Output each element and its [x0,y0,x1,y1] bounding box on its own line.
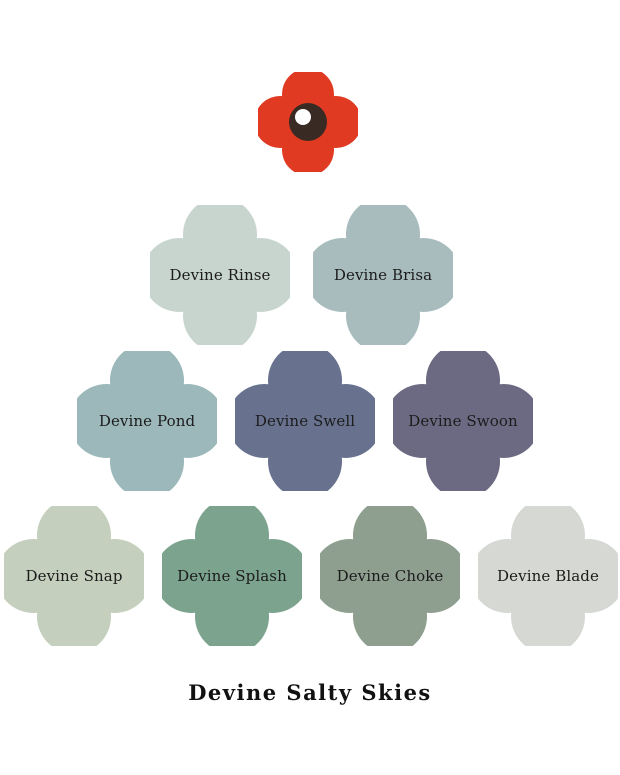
swatch-devine-swell[interactable]: Devine Swell [235,351,375,491]
swatch-devine-blade[interactable]: Devine Blade [478,506,618,646]
swatch-devine-snap[interactable]: Devine Snap [4,506,144,646]
swatch-label: Devine Pond [98,412,196,430]
swatch-devine-brisa[interactable]: Devine Brisa [313,205,453,345]
swatch-label: Devine Rinse [169,266,271,284]
collection-title: Devine Salty Skies [188,680,432,705]
swatch-label: Devine Blade [497,567,599,585]
swatch-label: Devine Brisa [333,266,433,284]
swatch-devine-pond[interactable]: Devine Pond [77,351,217,491]
poppy-highlight [295,109,311,125]
swatch-devine-swoon[interactable]: Devine Swoon [393,351,533,491]
swatch-devine-choke[interactable]: Devine Choke [320,506,460,646]
swatch-label: Devine Snap [25,567,123,585]
swatch-devine-rinse[interactable]: Devine Rinse [150,205,290,345]
poppy-logo-icon [258,72,358,172]
swatch-label: Devine Swoon [408,412,518,430]
swatch-label: Devine Splash [177,567,287,585]
swatch-label: Devine Swell [254,412,356,430]
swatch-label: Devine Choke [336,567,444,585]
swatch-devine-splash[interactable]: Devine Splash [162,506,302,646]
